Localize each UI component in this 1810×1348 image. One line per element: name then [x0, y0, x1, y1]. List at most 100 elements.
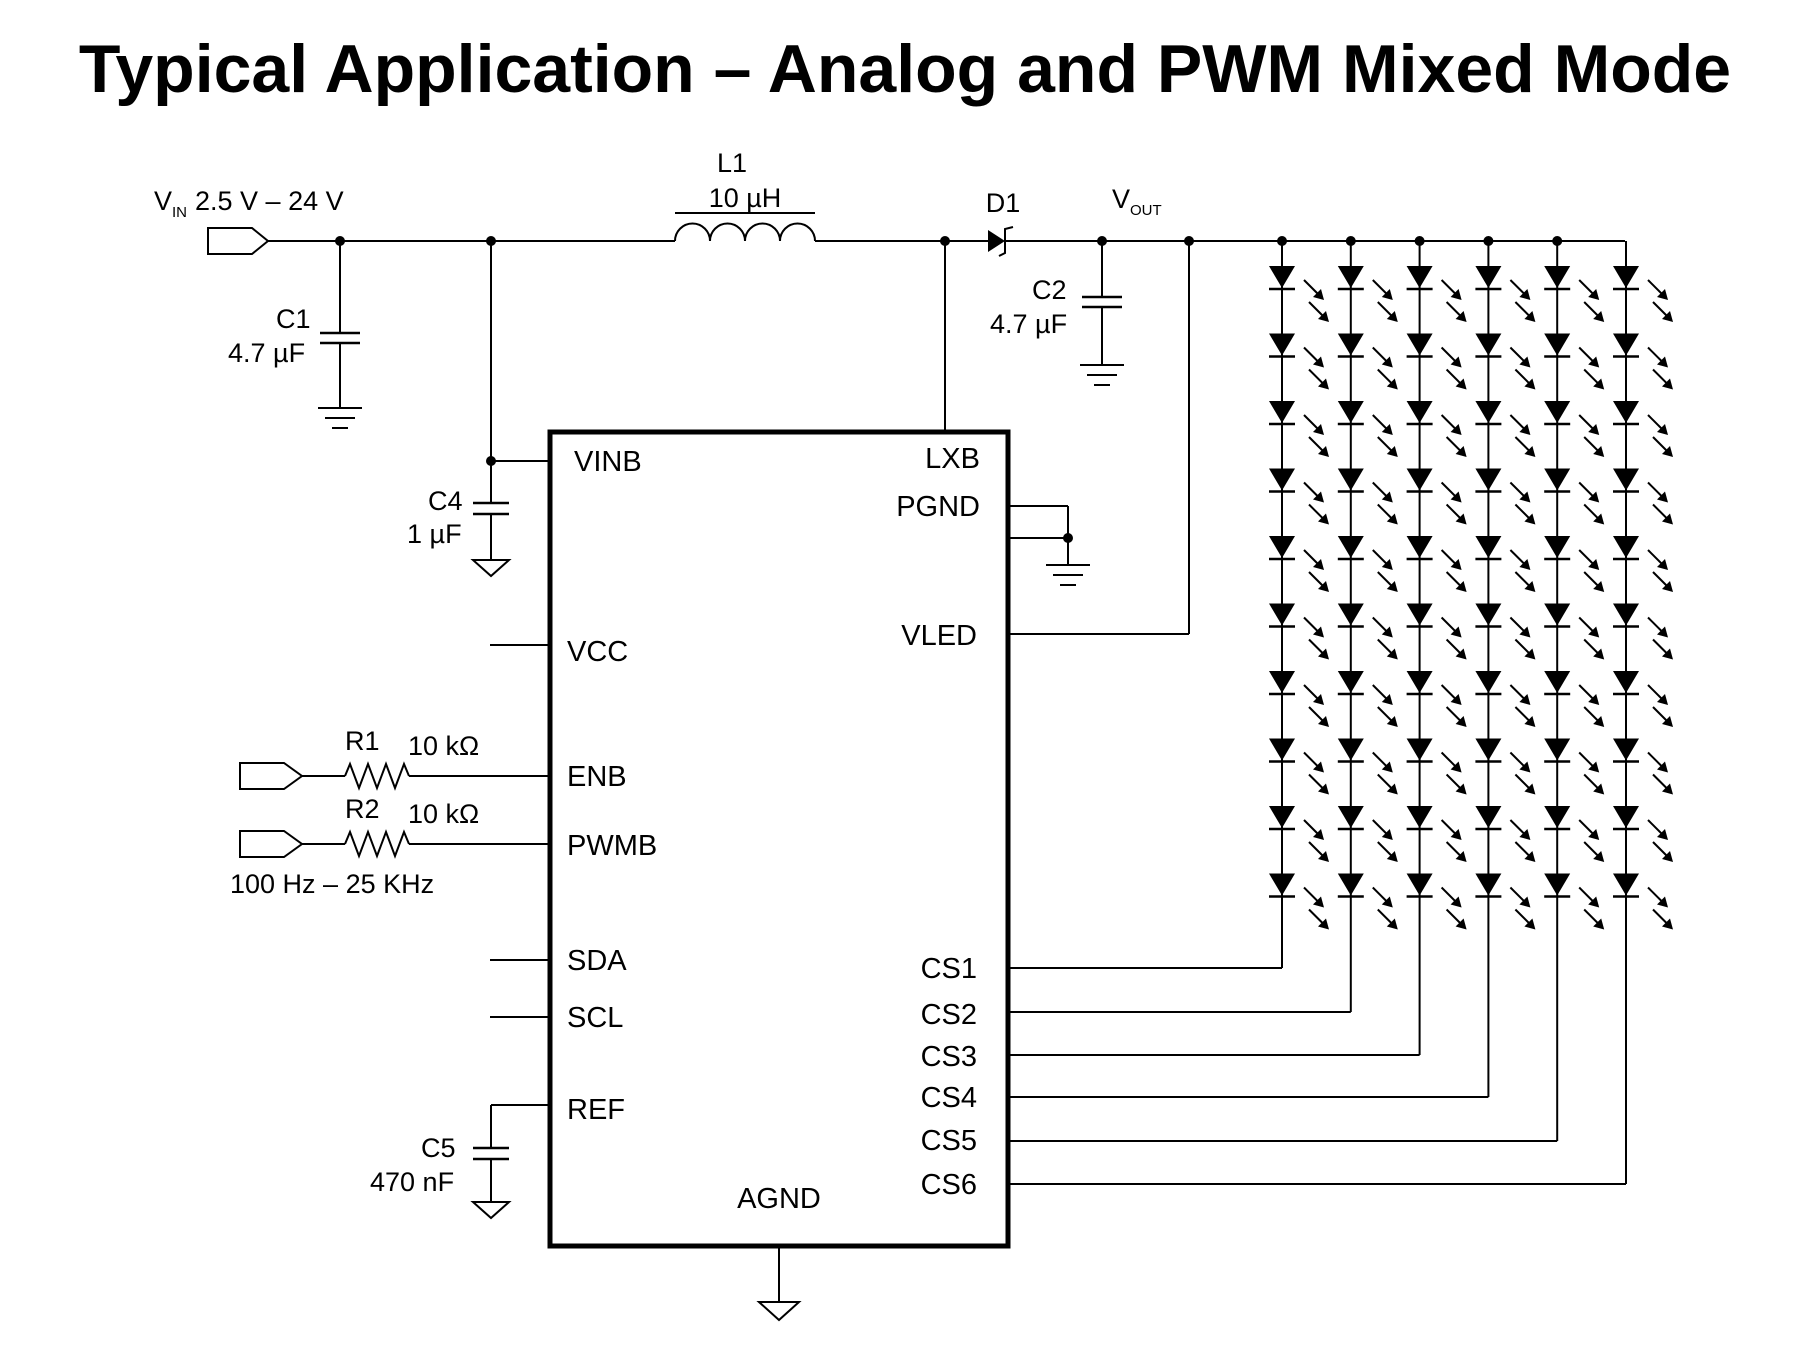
pin-cs3: CS3 — [921, 1041, 977, 1073]
led-arrowhead — [1519, 694, 1531, 705]
resistor-r1 — [344, 761, 410, 791]
led-arrowhead — [1662, 783, 1673, 795]
led-arrowhead — [1450, 424, 1462, 435]
led-arrowhead — [1386, 311, 1398, 322]
c4-name: C4 — [428, 486, 463, 516]
led-arrowhead — [1450, 761, 1462, 773]
led-triangle — [1544, 806, 1571, 828]
led-arrowhead — [1588, 626, 1600, 638]
led-arrowhead — [1381, 761, 1393, 773]
led-arrowhead — [1524, 446, 1536, 457]
led-triangle — [1269, 266, 1295, 288]
led-arrowhead — [1450, 896, 1462, 908]
led-arrowhead — [1593, 918, 1605, 930]
led-triangle — [1406, 333, 1433, 356]
led-arrowhead — [1313, 491, 1324, 503]
pin-vcc: VCC — [567, 636, 628, 668]
led-arrowhead — [1588, 289, 1600, 300]
pin-cs6: CS6 — [921, 1169, 977, 1201]
led-arrowhead — [1519, 559, 1531, 570]
led-arrowhead — [1593, 311, 1605, 322]
led-triangle — [1475, 806, 1502, 828]
led-triangle — [1544, 401, 1571, 423]
led-arrowhead — [1381, 626, 1393, 638]
r2-value: 10 kΩ — [408, 799, 479, 829]
led-arrowhead — [1593, 783, 1605, 795]
led-arrowhead — [1588, 491, 1600, 503]
led-arrowhead — [1588, 559, 1600, 570]
led-triangle — [1269, 738, 1295, 761]
diagram-title: Typical Application – Analog and PWM Mix… — [78, 31, 1732, 107]
led-arrowhead — [1313, 424, 1324, 435]
led-arrowhead — [1593, 851, 1605, 862]
led-array — [1008, 236, 1673, 1185]
pin-vinb: VINB — [574, 446, 642, 478]
led-arrowhead — [1386, 851, 1398, 862]
led-arrowhead — [1593, 446, 1605, 457]
led-arrowhead — [1588, 694, 1600, 705]
led-arrowhead — [1657, 761, 1668, 773]
led-triangle — [1613, 333, 1639, 356]
led-arrowhead — [1386, 648, 1398, 660]
led-arrowhead — [1524, 311, 1536, 322]
led-arrowhead — [1519, 424, 1531, 435]
c1-value: 4.7 µF — [228, 338, 305, 368]
led-triangle — [1337, 873, 1364, 896]
led-arrowhead — [1593, 513, 1605, 525]
led-arrowhead — [1662, 378, 1673, 390]
led-arrowhead — [1519, 356, 1531, 368]
led-triangle — [1406, 401, 1433, 423]
led-arrowhead — [1313, 761, 1324, 773]
led-triangle — [1269, 873, 1295, 896]
inductor-l1 — [674, 212, 816, 242]
led-triangle — [1544, 266, 1571, 288]
led-triangle — [1269, 401, 1295, 423]
led-arrowhead — [1657, 626, 1668, 638]
pin-agnd: AGND — [737, 1183, 821, 1215]
led-triangle — [1475, 671, 1502, 693]
led-triangle — [1337, 266, 1364, 288]
led-triangle — [1337, 401, 1364, 423]
led-arrowhead — [1386, 716, 1398, 727]
led-triangle — [1406, 806, 1433, 828]
led-arrowhead — [1313, 289, 1324, 300]
led-arrowhead — [1455, 851, 1467, 862]
led-arrowhead — [1313, 896, 1324, 908]
led-triangle — [1337, 806, 1364, 828]
led-triangle — [1613, 401, 1639, 423]
led-triangle — [1613, 738, 1639, 761]
led-arrowhead — [1318, 378, 1329, 390]
led-arrowhead — [1313, 559, 1324, 570]
pin-cs5: CS5 — [921, 1125, 977, 1157]
led-arrowhead — [1593, 581, 1605, 592]
led-arrowhead — [1519, 761, 1531, 773]
led-triangle — [1613, 266, 1639, 288]
led-arrowhead — [1381, 424, 1393, 435]
c1-name: C1 — [276, 304, 311, 334]
led-arrowhead — [1381, 289, 1393, 300]
led-arrowhead — [1657, 289, 1668, 300]
led-triangle — [1613, 468, 1639, 491]
led-arrowhead — [1381, 694, 1393, 705]
led-triangle — [1269, 468, 1295, 491]
vout-label: VOUT — [1112, 184, 1162, 219]
capacitor-c1 — [318, 241, 362, 429]
led-triangle — [1406, 603, 1433, 626]
led-arrowhead — [1662, 716, 1673, 727]
led-arrowhead — [1450, 694, 1462, 705]
led-arrowhead — [1519, 491, 1531, 503]
led-triangle — [1613, 671, 1639, 693]
led-arrowhead — [1318, 513, 1329, 525]
capacitor-c4 — [470, 491, 512, 578]
led-triangle — [1544, 738, 1571, 761]
led-arrowhead — [1588, 356, 1600, 368]
led-triangle — [1475, 738, 1502, 761]
led-arrowhead — [1318, 918, 1329, 930]
led-arrowhead — [1524, 851, 1536, 862]
r1-name: R1 — [345, 726, 380, 756]
led-arrowhead — [1386, 378, 1398, 390]
led-arrowhead — [1450, 559, 1462, 570]
led-arrowhead — [1455, 581, 1467, 592]
